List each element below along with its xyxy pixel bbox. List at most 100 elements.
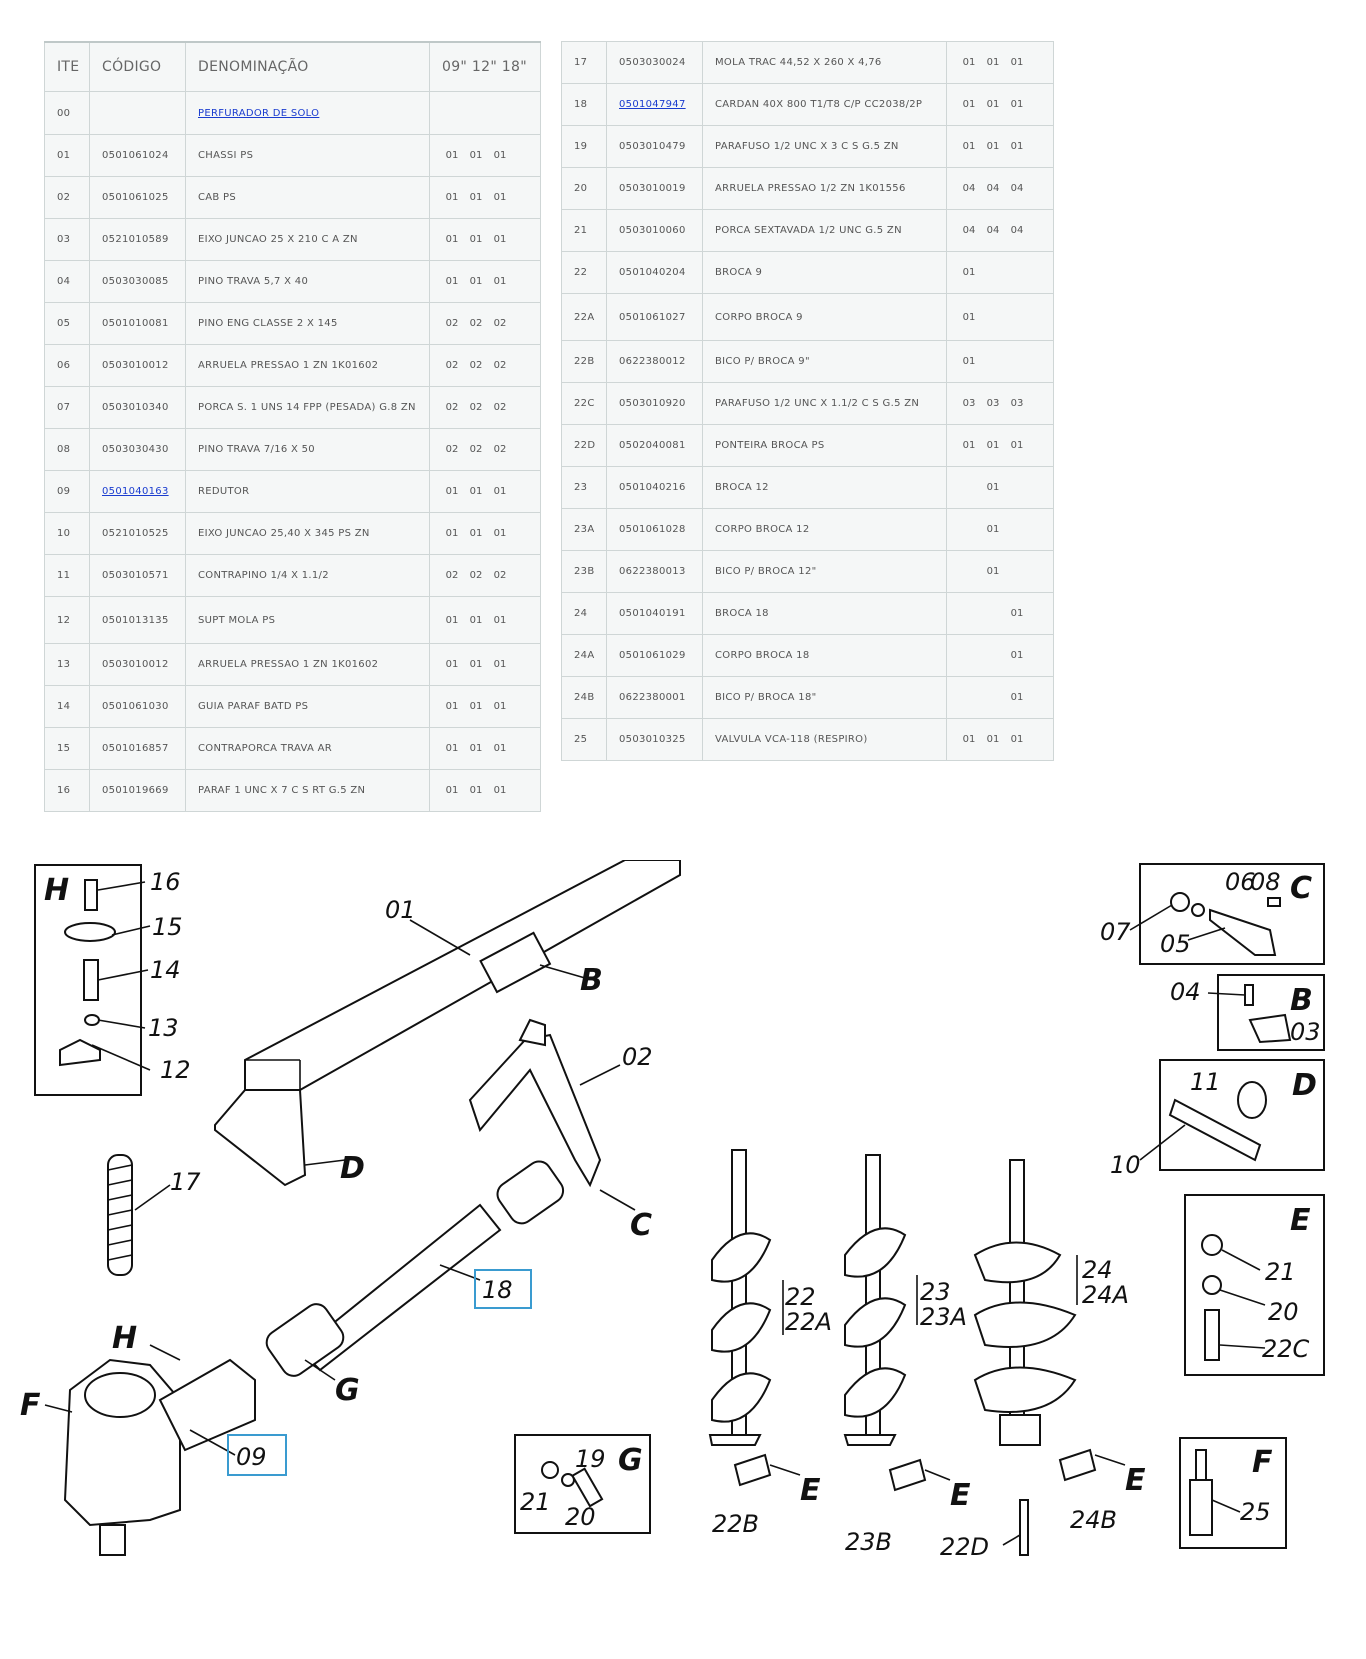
cell-code: 0503010340 bbox=[89, 386, 186, 429]
cell-code: 0501061025 bbox=[89, 176, 186, 219]
qty-q9: 01 bbox=[962, 141, 976, 152]
qty-q18: 01 bbox=[1010, 440, 1024, 451]
cell-item: 14 bbox=[44, 685, 90, 728]
cell-name: CONTRAPORCA TRAVA AR bbox=[185, 727, 430, 770]
qty-q18: 02 bbox=[493, 402, 507, 413]
cell-item: 11 bbox=[44, 554, 90, 597]
exploded-parts-diagram: H 16 15 14 13 12 01 B D 02 C bbox=[20, 860, 1325, 1561]
cell-code: 0503010920 bbox=[606, 382, 703, 425]
cell-code: 0503010012 bbox=[89, 643, 186, 686]
cell-name: ARRUELA PRESSAO 1/2 ZN 1K01556 bbox=[702, 167, 947, 210]
label-21-g: 21 bbox=[520, 1488, 551, 1516]
detail-letter-f: F bbox=[1252, 1445, 1273, 1480]
qty-q9: 01 bbox=[445, 192, 459, 203]
qty-q12: 01 bbox=[986, 734, 1000, 745]
cell-item: 10 bbox=[44, 512, 90, 555]
cell-item: 22A bbox=[561, 293, 607, 341]
cell-name: CORPO BROCA 9 bbox=[702, 293, 947, 341]
cell-code: 0521010525 bbox=[89, 512, 186, 555]
cell-name: BROCA 12 bbox=[702, 466, 947, 509]
cell-code-link[interactable]: 0501047947 bbox=[619, 99, 686, 110]
cell-code: 0501061027 bbox=[606, 293, 703, 341]
qty-q12: 03 bbox=[986, 398, 1000, 409]
qty-q9: 01 bbox=[962, 57, 976, 68]
qty-q9: 01 bbox=[445, 614, 459, 626]
qty-q18: 01 bbox=[1010, 141, 1024, 152]
detail-box-c bbox=[1139, 863, 1325, 965]
spring-17 bbox=[107, 1154, 133, 1276]
auger-23 bbox=[843, 1154, 907, 1446]
qty-q18: 02 bbox=[493, 360, 507, 371]
qty-q9: 01 bbox=[962, 267, 976, 278]
pointer-e-22: E bbox=[800, 1473, 821, 1508]
qty-q9: 04 bbox=[962, 225, 976, 236]
cell-code: 0503010325 bbox=[606, 718, 703, 761]
cell-qty bbox=[429, 91, 541, 135]
qty-q18: 02 bbox=[493, 570, 507, 581]
qty-q9: 02 bbox=[445, 318, 459, 329]
label-11: 11 bbox=[1190, 1068, 1221, 1096]
qty-q12: 01 bbox=[469, 743, 483, 754]
detail-letter-b: B bbox=[1290, 983, 1313, 1018]
cell-item: 17 bbox=[561, 41, 607, 84]
cell-name: BICO P/ BROCA 18" bbox=[702, 676, 947, 719]
cell-code: 0501047947 bbox=[606, 83, 703, 126]
qty-q12: 01 bbox=[986, 57, 1000, 68]
qty-q18: 01 bbox=[493, 614, 507, 626]
qty-q9: 01 bbox=[445, 276, 459, 287]
cell-name-link[interactable]: PERFURADOR DE SOLO bbox=[198, 107, 320, 119]
cell-code: 0622380013 bbox=[606, 550, 703, 593]
label-24a: 24A bbox=[1082, 1281, 1129, 1309]
tip-23b bbox=[888, 1458, 927, 1492]
cell-name: PONTEIRA BROCA PS bbox=[702, 424, 947, 467]
cell-code: 0503010571 bbox=[89, 554, 186, 597]
header-code: CÓDIGO bbox=[89, 41, 186, 92]
qty-q18: 01 bbox=[493, 276, 507, 287]
qty-q18: 01 bbox=[493, 701, 507, 712]
cell-code: 0501016857 bbox=[89, 727, 186, 770]
cardan-18 bbox=[265, 1160, 565, 1377]
cell-code: 0502040081 bbox=[606, 424, 703, 467]
pointer-e-23: E bbox=[950, 1478, 971, 1513]
cell-item: 07 bbox=[44, 386, 90, 429]
cell-qty: 01 bbox=[946, 466, 1054, 509]
qty-q12: 01 bbox=[986, 482, 1000, 493]
cell-name: PINO TRAVA 7/16 X 50 bbox=[185, 428, 430, 471]
label-19: 19 bbox=[575, 1445, 606, 1473]
label-14: 14 bbox=[150, 956, 181, 984]
cell-qty: 01 bbox=[946, 634, 1054, 677]
cell-code-link[interactable]: 0501040163 bbox=[102, 486, 169, 497]
detail-box-g bbox=[514, 1434, 651, 1534]
qty-q18: 01 bbox=[1010, 692, 1024, 703]
pointer-f: F bbox=[20, 1388, 41, 1423]
detail-box-d bbox=[1159, 1059, 1325, 1171]
detail-b-parts bbox=[1244, 984, 1292, 1044]
cell-name: PERFURADOR DE SOLO bbox=[185, 91, 430, 135]
pointer-d: D bbox=[340, 1151, 365, 1186]
cell-name: BROCA 9 bbox=[702, 251, 947, 294]
cell-name: VALVULA VCA-118 (RESPIRO) bbox=[702, 718, 947, 761]
table-header-row: ITE CÓDIGO DENOMINAÇÃO 09" 12" 18" bbox=[44, 41, 541, 92]
qty-q18: 01 bbox=[1010, 608, 1024, 619]
label-23a: 23A bbox=[920, 1303, 967, 1331]
cell-code: 0501061024 bbox=[89, 134, 186, 177]
header-item: ITE bbox=[44, 41, 90, 92]
detail-letter-c: C bbox=[1290, 871, 1312, 906]
cell-item: 22C bbox=[561, 382, 607, 425]
qty-q9: 02 bbox=[445, 570, 459, 581]
qty-q12: 01 bbox=[469, 701, 483, 712]
